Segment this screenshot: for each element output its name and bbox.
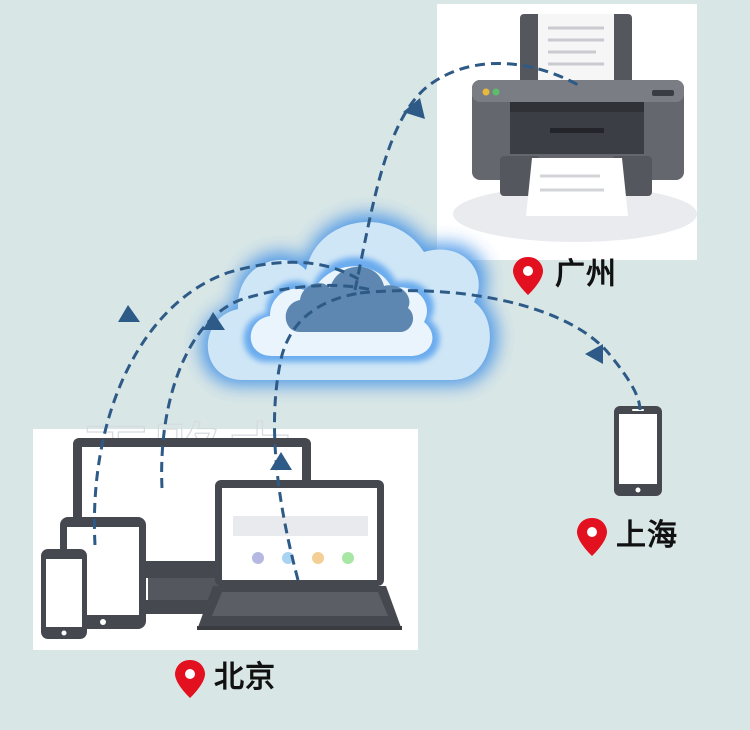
computer-panel: 天路由 xyxy=(33,414,418,650)
arrow-beijing-tablet-to-cloud xyxy=(92,260,361,546)
arrow-heads xyxy=(118,98,603,470)
arrow-head-5 xyxy=(585,344,603,364)
arrow-cloud-to-shanghai xyxy=(359,289,642,411)
location-label-shanghai: 上海 xyxy=(616,518,678,553)
printer-panel xyxy=(437,4,697,260)
arrow-beijing-laptop-to-cloud xyxy=(273,291,361,581)
location-pin-icon xyxy=(175,660,205,698)
location-pin-icon xyxy=(513,257,543,295)
laptop-icon xyxy=(197,480,402,630)
smartphone-icon xyxy=(614,406,662,496)
location-pin-icon xyxy=(577,518,607,556)
printer-icon xyxy=(472,14,684,216)
location-label-beijing: 北京 xyxy=(214,660,276,695)
arrow-cloud-to-printer xyxy=(353,62,581,291)
connection-lines xyxy=(92,62,642,581)
phone-icon xyxy=(41,549,87,639)
arrow-beijing-monitor-to-cloud xyxy=(160,283,373,489)
arrow-head-2 xyxy=(203,312,225,330)
arrow-head-3 xyxy=(270,452,292,470)
location-label-guangzhou: 广州 xyxy=(555,257,617,292)
arrow-head-4 xyxy=(403,98,425,119)
arrow-head-1 xyxy=(118,305,140,322)
